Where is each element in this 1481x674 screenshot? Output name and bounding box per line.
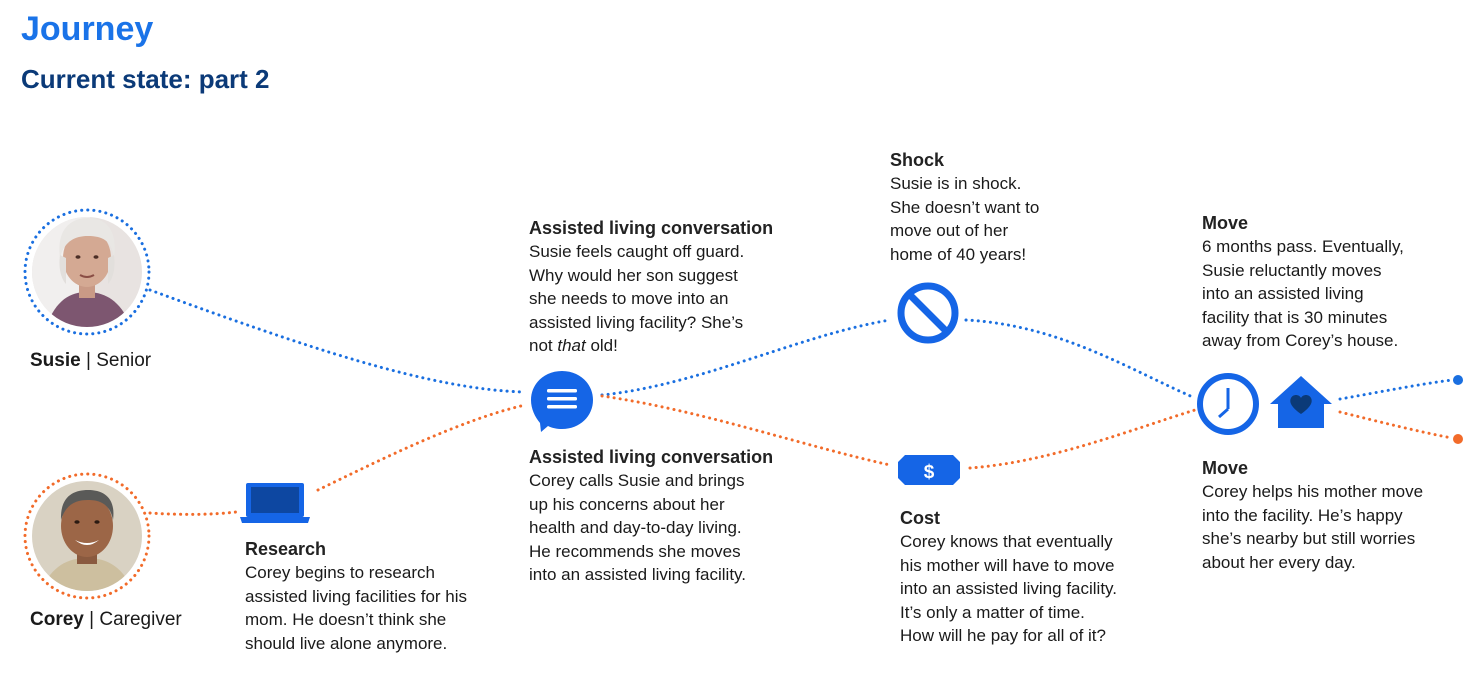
senior-connector-3 xyxy=(964,318,1197,400)
move-senior-heading: Move xyxy=(1202,213,1249,233)
conversation-senior-emphasis: that xyxy=(557,336,586,355)
senior-connector-2 xyxy=(600,318,892,397)
conversation-senior-body-end: old! xyxy=(585,336,618,355)
page-title: Journey xyxy=(21,10,154,48)
conversation-senior-step: Assisted living conversation Susie feels… xyxy=(529,216,814,358)
conversation-senior-body: Susie feels caught off guard. Why would … xyxy=(529,240,814,358)
caregiver-path xyxy=(148,394,1454,516)
caregiver-path-end-dot xyxy=(1453,434,1463,444)
conversation-caregiver-heading: Assisted living conversation xyxy=(529,447,774,467)
move-senior-body: 6 months pass. Eventually, Susie relucta… xyxy=(1202,237,1404,350)
research-step: Research Corey begins to research assist… xyxy=(245,537,515,655)
move-senior-step: Move 6 months pass. Eventually, Susie re… xyxy=(1202,211,1462,353)
senior-avatar xyxy=(23,208,151,336)
senior-label: Susie | Senior xyxy=(30,350,152,371)
senior-role: Senior xyxy=(96,350,152,371)
caregiver-connector-2 xyxy=(316,403,527,492)
prohibited-icon xyxy=(897,282,959,344)
cost-step: Cost Corey knows that eventually his mot… xyxy=(900,506,1170,648)
caregiver-name: Corey xyxy=(30,609,84,630)
move-caregiver-step: Move Corey helps his mother move into th… xyxy=(1202,456,1467,574)
research-body: Corey begins to research assisted living… xyxy=(245,563,468,653)
cost-body: Corey knows that eventually his mother w… xyxy=(900,532,1118,645)
conversation-senior-heading: Assisted living conversation xyxy=(529,218,774,238)
caregiver-connector-4 xyxy=(968,408,1197,470)
caregiver-connector-5 xyxy=(1338,410,1454,440)
page-subtitle: Current state: part 2 xyxy=(21,64,270,94)
laptop-icon xyxy=(240,483,310,523)
conversation-caregiver-step: Assisted living conversation Corey calls… xyxy=(529,445,814,587)
senior-connector-1 xyxy=(148,288,527,394)
senior-name: Susie xyxy=(30,350,81,371)
cost-heading: Cost xyxy=(900,508,940,528)
move-caregiver-heading: Move xyxy=(1202,458,1249,478)
research-heading: Research xyxy=(245,539,327,559)
senior-path xyxy=(148,288,1454,401)
shock-heading: Shock xyxy=(890,150,945,170)
clock-icon xyxy=(1197,373,1259,435)
chat-bubble-icon xyxy=(531,371,593,432)
conversation-senior-body-start: Susie feels caught off guard. Why would … xyxy=(529,242,745,355)
house-heart-icon xyxy=(1270,376,1332,428)
caregiver-avatar xyxy=(23,472,151,600)
senior-path-end-dot xyxy=(1453,375,1463,385)
senior-connector-4 xyxy=(1338,378,1454,401)
dollar-bill-icon: $ xyxy=(898,455,960,485)
dollar-symbol: $ xyxy=(924,462,935,483)
shock-body: Susie is in shock. She doesn’t want to m… xyxy=(890,174,1040,264)
caregiver-role: Caregiver xyxy=(99,609,182,630)
caregiver-label: Corey | Caregiver xyxy=(30,609,182,630)
conversation-caregiver-body: Corey calls Susie and brings up his conc… xyxy=(529,471,747,584)
shock-step: Shock Susie is in shock. She doesn’t wan… xyxy=(890,148,1120,266)
move-caregiver-body: Corey helps his mother move into the fac… xyxy=(1202,482,1424,572)
caregiver-connector-1 xyxy=(148,510,238,516)
